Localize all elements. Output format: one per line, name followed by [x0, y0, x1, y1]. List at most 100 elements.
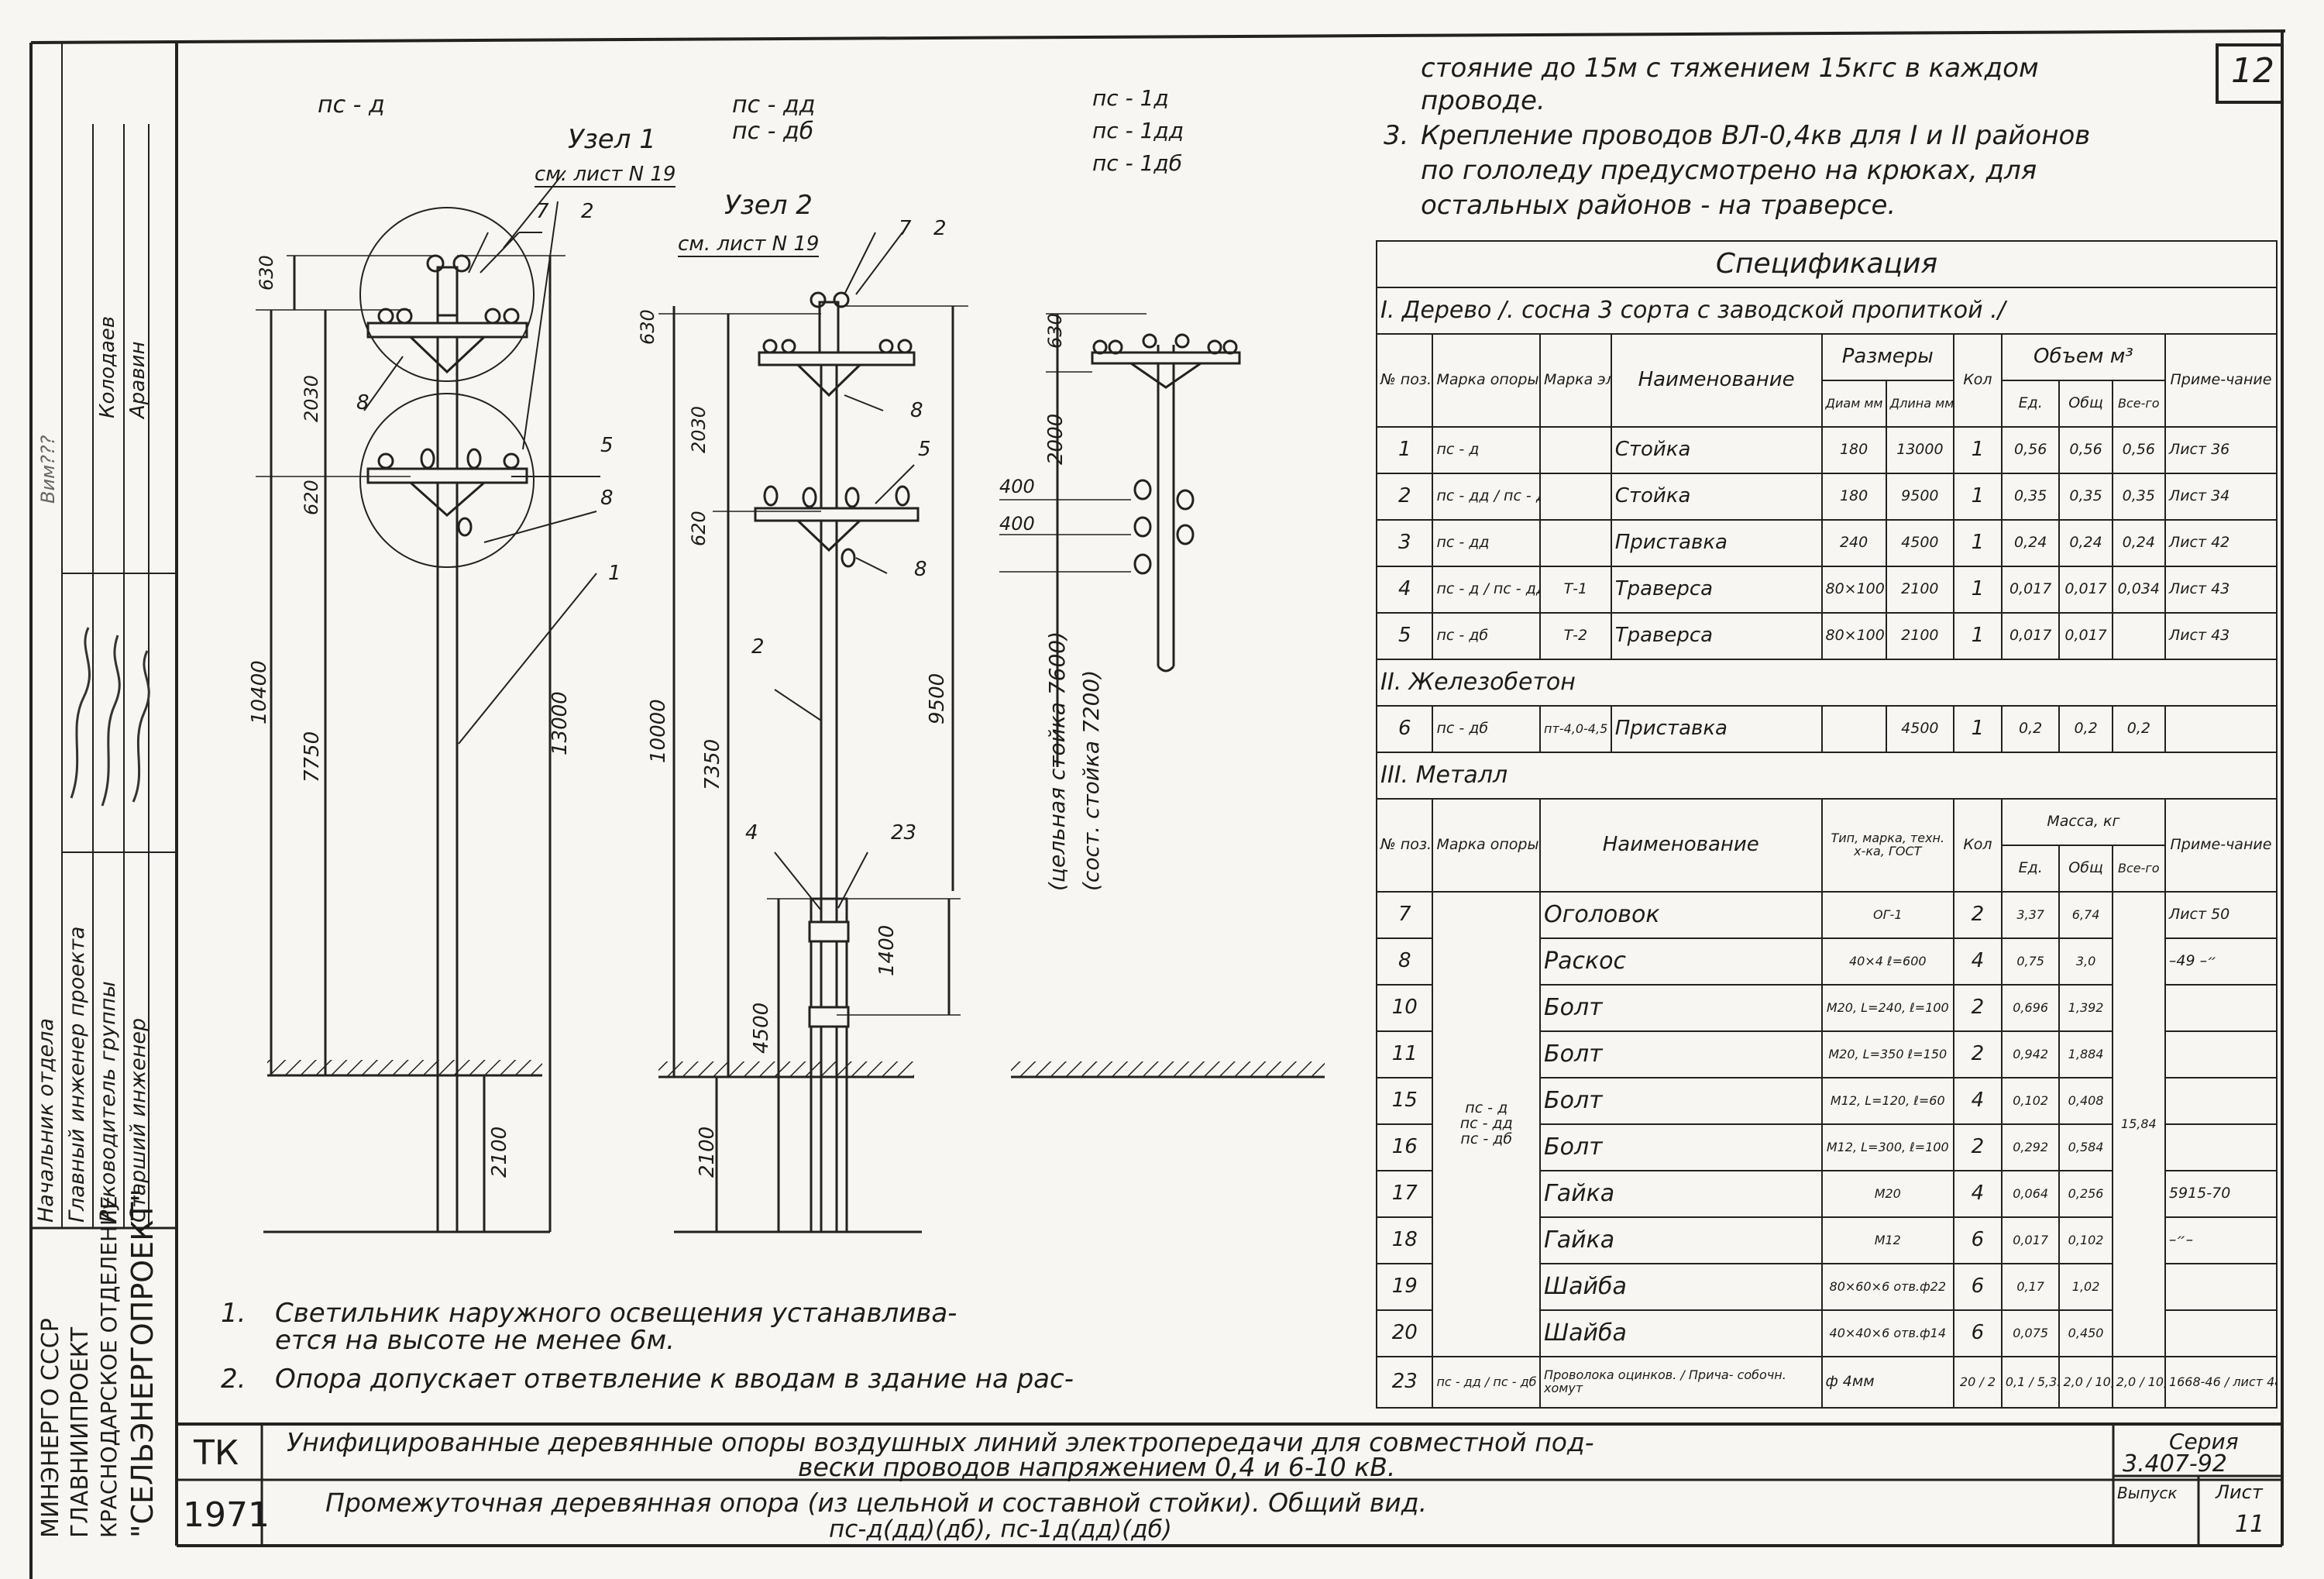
h1-volume: Объем м³: [2000, 333, 2166, 381]
note3-line2: по гололеду предусмотрено на крюках, для: [1421, 155, 2037, 186]
dim-13000: 13000: [548, 691, 572, 755]
r23-qty: 20 / 2: [1953, 1356, 2003, 1409]
r3-note: Лист 42: [2164, 519, 2278, 567]
spec-section-3: III. Металл: [1376, 752, 2278, 800]
spec-row-6: 6 пс - дб пт-4,0-4,5 Приставка 4500 1 0,…: [1375, 705, 2278, 753]
r2-el: [1539, 473, 1612, 521]
stamp-name-1: Вим???: [37, 435, 59, 504]
pole3-label-3: пс - 1дб: [1092, 150, 1183, 176]
h1-note: Приме-чание: [2164, 333, 2278, 428]
r23-name-a: Проволока оцинков.: [1544, 1367, 1677, 1383]
r8-total: 3,0: [2058, 937, 2113, 986]
r1-note: Лист 36: [2164, 426, 2278, 474]
r6-len: 4500: [1885, 705, 1955, 753]
dim-400-a: 400: [999, 476, 1035, 497]
r2-note: Лист 34: [2164, 473, 2278, 521]
callout-8-c: 8: [910, 399, 923, 422]
r20-qty: 6: [1953, 1309, 2003, 1357]
r17-note: 5915-70: [2164, 1170, 2278, 1218]
spec-title: Спецификация: [1376, 240, 2278, 288]
r20-pos: 20: [1375, 1309, 1434, 1357]
r16-pos: 16: [1375, 1123, 1434, 1171]
callout-2: 2: [751, 635, 765, 659]
r5-name: Траверса: [1610, 612, 1823, 660]
r5-mark: пс - дб: [1432, 612, 1542, 660]
stamp-org-4: "СЕЛЬЭНЕРГОПРОЕКТ": [125, 1189, 160, 1538]
r3-len: 4500: [1885, 519, 1955, 567]
r19-note: [2164, 1263, 2278, 1311]
dim-2030-2: 2030: [688, 405, 710, 453]
note1-line1: Светильник наружного освещения устанавли…: [275, 1298, 957, 1329]
h1-name: Наименование: [1610, 333, 1823, 428]
r7-note: Лист 50: [2164, 891, 2278, 939]
dim-2100-2: 2100: [696, 1126, 719, 1178]
r19-qty: 6: [1953, 1263, 2003, 1311]
r18-unit: 0,017: [2000, 1216, 2061, 1264]
callout-4-b: 2: [933, 217, 947, 240]
callout-8-d: 8: [914, 558, 927, 581]
callout-5-b: 5: [918, 438, 931, 461]
callout-4-a: 2: [581, 200, 594, 223]
callout-8-a: 8: [356, 391, 370, 415]
r4-total: 0,017: [2058, 566, 2113, 614]
r18-pos: 18: [1375, 1216, 1434, 1264]
note2-line: Опора допускает ответвление к вводам в з…: [275, 1364, 1074, 1395]
r8-unit: 0,75: [2000, 937, 2061, 986]
r4-len: 2100: [1885, 566, 1955, 614]
r23-unit: 0,1 / 5,35: [2000, 1356, 2061, 1409]
r2-pos: 2: [1375, 473, 1434, 521]
r8-note: –״– 49: [2164, 937, 2278, 986]
pole2-label-2: пс - дб: [732, 118, 814, 145]
r19-type: 80×60×6 отв.ф22: [1820, 1263, 1955, 1311]
tb-line2a: Промежуточная деревянная опора (из цельн…: [325, 1488, 1428, 1518]
dim-630-2: 630: [637, 309, 658, 345]
h3-type: Тип, марка, техн. х-ка, ГОСТ: [1820, 798, 1955, 893]
h1-mark-el: Марка эл-та: [1539, 333, 1612, 428]
metal-mark-0: пс - д: [1465, 1099, 1508, 1117]
dim-9500: 9500: [926, 673, 949, 724]
tb-issue-label: Выпуск: [2117, 1484, 2178, 1502]
r6-all: 0,2: [2111, 705, 2166, 753]
stamp-name-2: Колодаев: [96, 315, 119, 418]
r23-pos: 23: [1375, 1356, 1434, 1409]
note-top-line2: проводе.: [1421, 85, 1545, 116]
h3-all: Все-го: [2111, 845, 2166, 893]
r2-all: 0,35: [2111, 473, 2166, 521]
r4-mark: пс - д / пс - дд: [1432, 566, 1542, 614]
r8-type: 40×4 ℓ=600: [1820, 937, 1955, 986]
r6-name: Приставка: [1610, 705, 1823, 753]
dim-10400: 10400: [248, 660, 271, 724]
r4-pos: 4: [1375, 566, 1434, 614]
r3-pos: 3: [1375, 519, 1434, 567]
r5-all: [2111, 612, 2166, 660]
dim-400-b: 400: [999, 513, 1035, 535]
r3-el: [1539, 519, 1612, 567]
r7-qty: 2: [1953, 891, 2003, 939]
r1-name: Стойка: [1610, 426, 1823, 474]
note-top-line1: стояние до 15м с тяжением 15кгс в каждом: [1421, 53, 2039, 84]
r8-pos: 8: [1375, 937, 1434, 986]
h1-pos: № поз.: [1375, 333, 1434, 428]
r8-name: Раскос: [1539, 937, 1823, 986]
tb-series: 3.407-92: [2123, 1450, 2227, 1478]
stamp-org-1: МИНЭНЕРГО СССР: [37, 1318, 64, 1538]
note3-num: 3.: [1384, 120, 1409, 151]
dim-1400: 1400: [875, 924, 899, 976]
pole3-label-2: пс - 1дд: [1092, 118, 1184, 143]
dim-4500: 4500: [750, 1002, 773, 1054]
node2-ref: см. лист N 19: [678, 232, 820, 257]
h1-len: Длина мм: [1885, 380, 1955, 428]
r15-total: 0,408: [2058, 1077, 2113, 1125]
r2-qty: 1: [1953, 473, 2003, 521]
r10-unit: 0,696: [2000, 984, 2061, 1032]
r7-all: 15,84: [2111, 891, 2166, 1357]
r19-pos: 19: [1375, 1263, 1434, 1311]
callout-7-b: 7: [899, 217, 912, 240]
r16-total: 0,584: [2058, 1123, 2113, 1171]
spec-row-23: 23 пс - дд / пс - дб Проволока оцинков. …: [1375, 1356, 2278, 1409]
r23-mark: пс - дд / пс - дб: [1432, 1356, 1542, 1409]
r23-total: 2,0 / 10,70: [2058, 1356, 2113, 1409]
